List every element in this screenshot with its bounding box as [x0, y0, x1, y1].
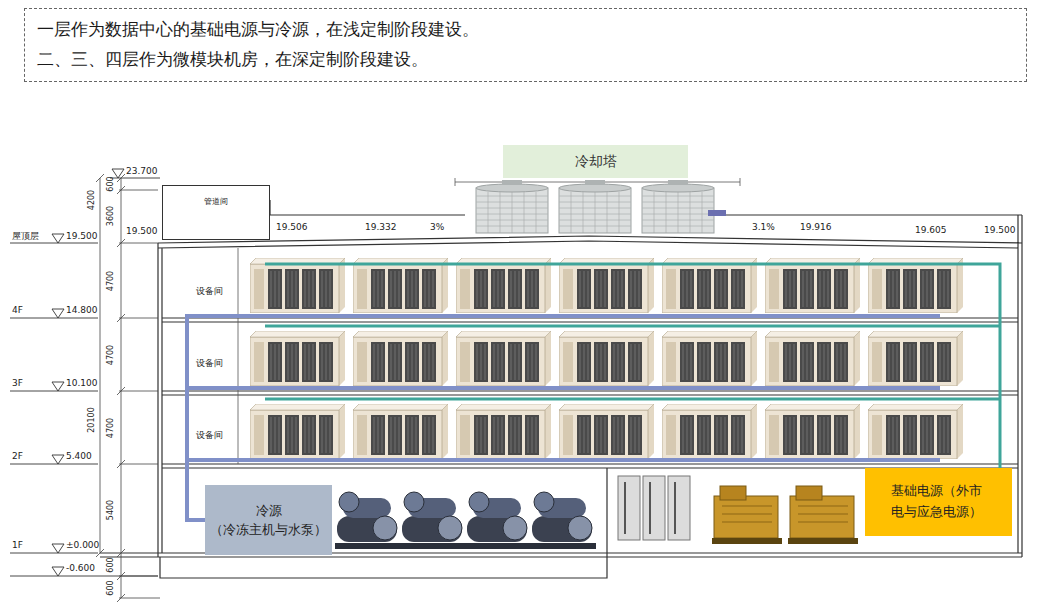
node-text: 基础电源（外市电与应急电源）	[891, 481, 986, 523]
dimension-label: 4700	[106, 418, 116, 438]
micro-module	[765, 404, 860, 459]
elevation-marks	[10, 169, 160, 576]
cooling-tower	[642, 180, 714, 233]
micro-module	[250, 258, 345, 313]
pipe-stub	[708, 210, 726, 216]
power-cabinet	[618, 476, 640, 540]
dimension-label: 600	[106, 176, 116, 191]
cabinet-door	[625, 482, 675, 534]
node-text: 冷源	[256, 501, 282, 521]
elevation-label: 19.500	[66, 231, 98, 242]
note-box: 一层作为数据中心的基础电源与冷源，在浅定制阶段建设。二、三、四层作为微模块机房，…	[24, 8, 1027, 82]
node-text: 管道间	[204, 196, 228, 207]
slope-label: 3.1%	[752, 222, 775, 233]
elevation-label: 23.700	[126, 166, 158, 177]
micro-module	[353, 331, 448, 386]
dimension-label: 600	[106, 580, 116, 595]
power-cabinet	[668, 476, 690, 540]
micro-module	[250, 404, 345, 459]
dimension-label: 600	[106, 557, 116, 572]
micro-module	[456, 258, 551, 313]
micro-module	[559, 258, 654, 313]
elevation-label: 19.506	[276, 222, 308, 233]
micro-module	[456, 331, 551, 386]
chiller	[400, 492, 466, 549]
equipment-label: 基础电源（外市电与应急电源）	[865, 468, 1012, 536]
micro-module	[559, 331, 654, 386]
micro-module	[559, 404, 654, 459]
equipment-label: 冷却塔	[503, 145, 688, 178]
dimension-label: 5400	[106, 500, 116, 520]
cooling-tower	[476, 180, 548, 233]
micro-module	[868, 404, 963, 459]
floor-label: 4F	[12, 305, 23, 316]
dimension-label: 3600	[106, 206, 116, 226]
dimension-label: 4700	[106, 345, 116, 365]
elevation-label: 19.916	[800, 222, 832, 233]
dimension-label: 20100	[87, 407, 97, 432]
node-text: （冷冻主机与水泵）	[210, 520, 327, 540]
dimension-label: 4200	[87, 190, 97, 210]
micro-module	[456, 404, 551, 459]
slope-label: 3%	[430, 222, 444, 233]
elevation-label: ±0.000	[66, 540, 99, 551]
dimension-label: 4700	[106, 271, 116, 291]
cooling-tower	[559, 180, 631, 233]
micro-module	[662, 331, 757, 386]
equipment-label: 冷源（冷冻主机与水泵）	[205, 485, 332, 555]
room-label: 设备间	[196, 286, 223, 297]
floor-label: 1F	[12, 540, 23, 551]
chiller	[465, 492, 531, 549]
elevation-label: 19.500	[126, 226, 158, 237]
chiller	[530, 492, 596, 549]
micro-module	[662, 404, 757, 459]
micro-module	[353, 258, 448, 313]
micro-module	[765, 258, 860, 313]
generator-set	[712, 486, 782, 544]
dimension-lines	[96, 174, 160, 602]
elevation-label: 19.500	[984, 225, 1016, 236]
elevation-label: 19.332	[365, 222, 397, 233]
power-cabinet	[643, 476, 665, 540]
micro-module	[250, 331, 345, 386]
micro-module	[765, 331, 860, 386]
micro-module	[868, 331, 963, 386]
floor-label: 3F	[12, 378, 23, 389]
elevation-label: -0.600	[66, 563, 95, 574]
node-text: 一层作为数据中心的基础电源与冷源，在浅定制阶段建设。	[37, 15, 479, 45]
elevation-label: 19.605	[915, 225, 947, 236]
cooling-water-pipe	[265, 264, 1000, 468]
chiller	[335, 492, 401, 549]
node-text: 二、三、四层作为微模块机房，在深定制阶段建设。	[37, 45, 428, 75]
micro-module	[353, 404, 448, 459]
micro-module	[868, 258, 963, 313]
elevation-label: 5.400	[66, 451, 92, 462]
elevation-label: 10.100	[66, 378, 98, 389]
generator-set	[788, 486, 858, 544]
room-label: 设备间	[196, 430, 223, 441]
floor-label: 屋顶层	[12, 231, 39, 242]
micro-module	[662, 258, 757, 313]
floor-label: 2F	[12, 451, 23, 462]
elevation-label: 14.800	[66, 305, 98, 316]
room-label: 设备间	[196, 358, 223, 369]
node-text: 冷却塔	[575, 153, 617, 171]
room-box: 管道间	[162, 185, 270, 240]
